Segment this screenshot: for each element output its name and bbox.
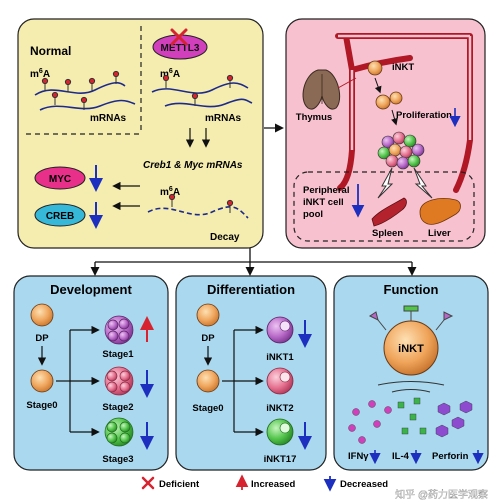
to-organs-arrows [377, 167, 433, 199]
diff-dp-label: DP [201, 333, 215, 344]
normal-title: Normal [30, 44, 71, 58]
deficient-cross-icon [170, 28, 188, 46]
receptor-icons [369, 305, 454, 331]
inkt2-nucleus [279, 371, 291, 383]
target-mrnas-label: Creb1 & Myc mRNAs [143, 160, 243, 171]
diff-branch-arrows [222, 325, 264, 437]
decay-m6a-label: m6A [160, 186, 180, 198]
decay-label: Decay [210, 232, 240, 243]
inkt1-cell [266, 316, 294, 344]
dev-branch-arrows [56, 325, 100, 437]
ifn-label: IFNγ [348, 451, 369, 462]
inkt-arrow [374, 77, 382, 94]
differentiation-panel [175, 275, 327, 471]
inkt17-cell [266, 418, 294, 446]
stage1-label: Stage1 [102, 349, 134, 360]
stage2-label: Stage2 [102, 402, 133, 413]
stage1-cell-cluster [104, 315, 134, 345]
diff-dp-cell [196, 303, 220, 327]
liver-icon [419, 198, 461, 225]
spleen-icon [371, 197, 407, 227]
deficient-mrna-strands [151, 82, 253, 108]
deficient-m6a-marks [162, 74, 234, 106]
inkt17-nucleus [279, 422, 291, 434]
secretion-arcs [377, 381, 445, 393]
dev-dp-label: DP [35, 333, 49, 344]
mechanism-panel [17, 18, 264, 249]
thymus-label: Thymus [296, 112, 332, 123]
legend: Deficient Increased Decreased [141, 474, 388, 492]
proliferation-label: Proliferation [396, 110, 452, 121]
inkt2-label: iNKT2 [266, 403, 293, 414]
tree-connector [90, 248, 417, 276]
dev-stage0-cell [30, 369, 54, 393]
inkt17-label: iNKT17 [264, 454, 297, 465]
stage2-cell-cluster [104, 366, 134, 396]
legend-decreased: Decreased [340, 479, 388, 490]
to-protein-arrows [112, 181, 140, 211]
mettl3-label: METTL3 [161, 43, 200, 54]
inkt-label: iNKT [392, 62, 414, 73]
function-inkt-cell [383, 320, 439, 376]
dev-stage0-label: Stage0 [26, 400, 57, 411]
legend-increased: Increased [251, 479, 296, 490]
thymus-panel [285, 18, 486, 249]
inkt-cell-2 [375, 94, 391, 110]
normal-mrna-strands [34, 81, 136, 111]
legend-deficient: Deficient [159, 479, 200, 490]
thymus-icon [302, 69, 341, 110]
stage3-cell-cluster [104, 417, 134, 447]
pool-label-2: iNKT cell [303, 197, 344, 208]
thymus-zoom-line [337, 77, 357, 89]
inkt1-label: iNKT1 [266, 352, 294, 363]
watermark: 知乎 @药力医学观察 [395, 488, 488, 501]
function-inkt-label: iNKT [398, 343, 424, 355]
myc-label: MYC [49, 174, 71, 185]
differentiation-title: Differentiation [207, 282, 295, 297]
inkt1-nucleus [279, 320, 291, 332]
legend-cross-icon [141, 476, 155, 490]
peripheral-pool-box [293, 171, 475, 242]
inkt-cell-cluster [377, 131, 425, 170]
proliferation-arrow [391, 109, 398, 126]
normal-m6a-marks [41, 70, 120, 110]
diff-stage0-label: Stage0 [192, 403, 223, 414]
inkt2-cell [266, 367, 294, 395]
development-title: Development [50, 282, 132, 297]
il4-label: IL-4 [392, 451, 410, 462]
normal-m6a-label: m6A [30, 68, 50, 80]
function-title: Function [384, 282, 439, 297]
liver-label: Liver [428, 228, 451, 239]
diff-stage0-cell [196, 369, 220, 393]
blood-vessel-lumen [338, 34, 472, 150]
normal-mrnas-label: mRNAs [90, 113, 127, 124]
pool-label-3: pool [303, 209, 323, 220]
dev-dp-cell [30, 303, 54, 327]
inkt-cell-3 [389, 91, 403, 105]
downstream-arrows [185, 128, 211, 148]
creb-protein [34, 203, 86, 227]
perforin-label: Perforin [432, 451, 469, 462]
cytokine-particles [348, 397, 473, 444]
decaying-mrna-strand [147, 206, 249, 219]
creb-label: CREB [46, 211, 74, 222]
inkt-cell [367, 60, 383, 76]
stage3-label: Stage3 [102, 454, 133, 465]
pool-label-1: Peripheral [303, 185, 349, 196]
spleen-label: Spleen [372, 228, 403, 239]
decay-m6a-marks [168, 193, 234, 213]
deficient-mrnas-label: mRNAs [205, 113, 242, 124]
myc-protein [34, 166, 86, 190]
